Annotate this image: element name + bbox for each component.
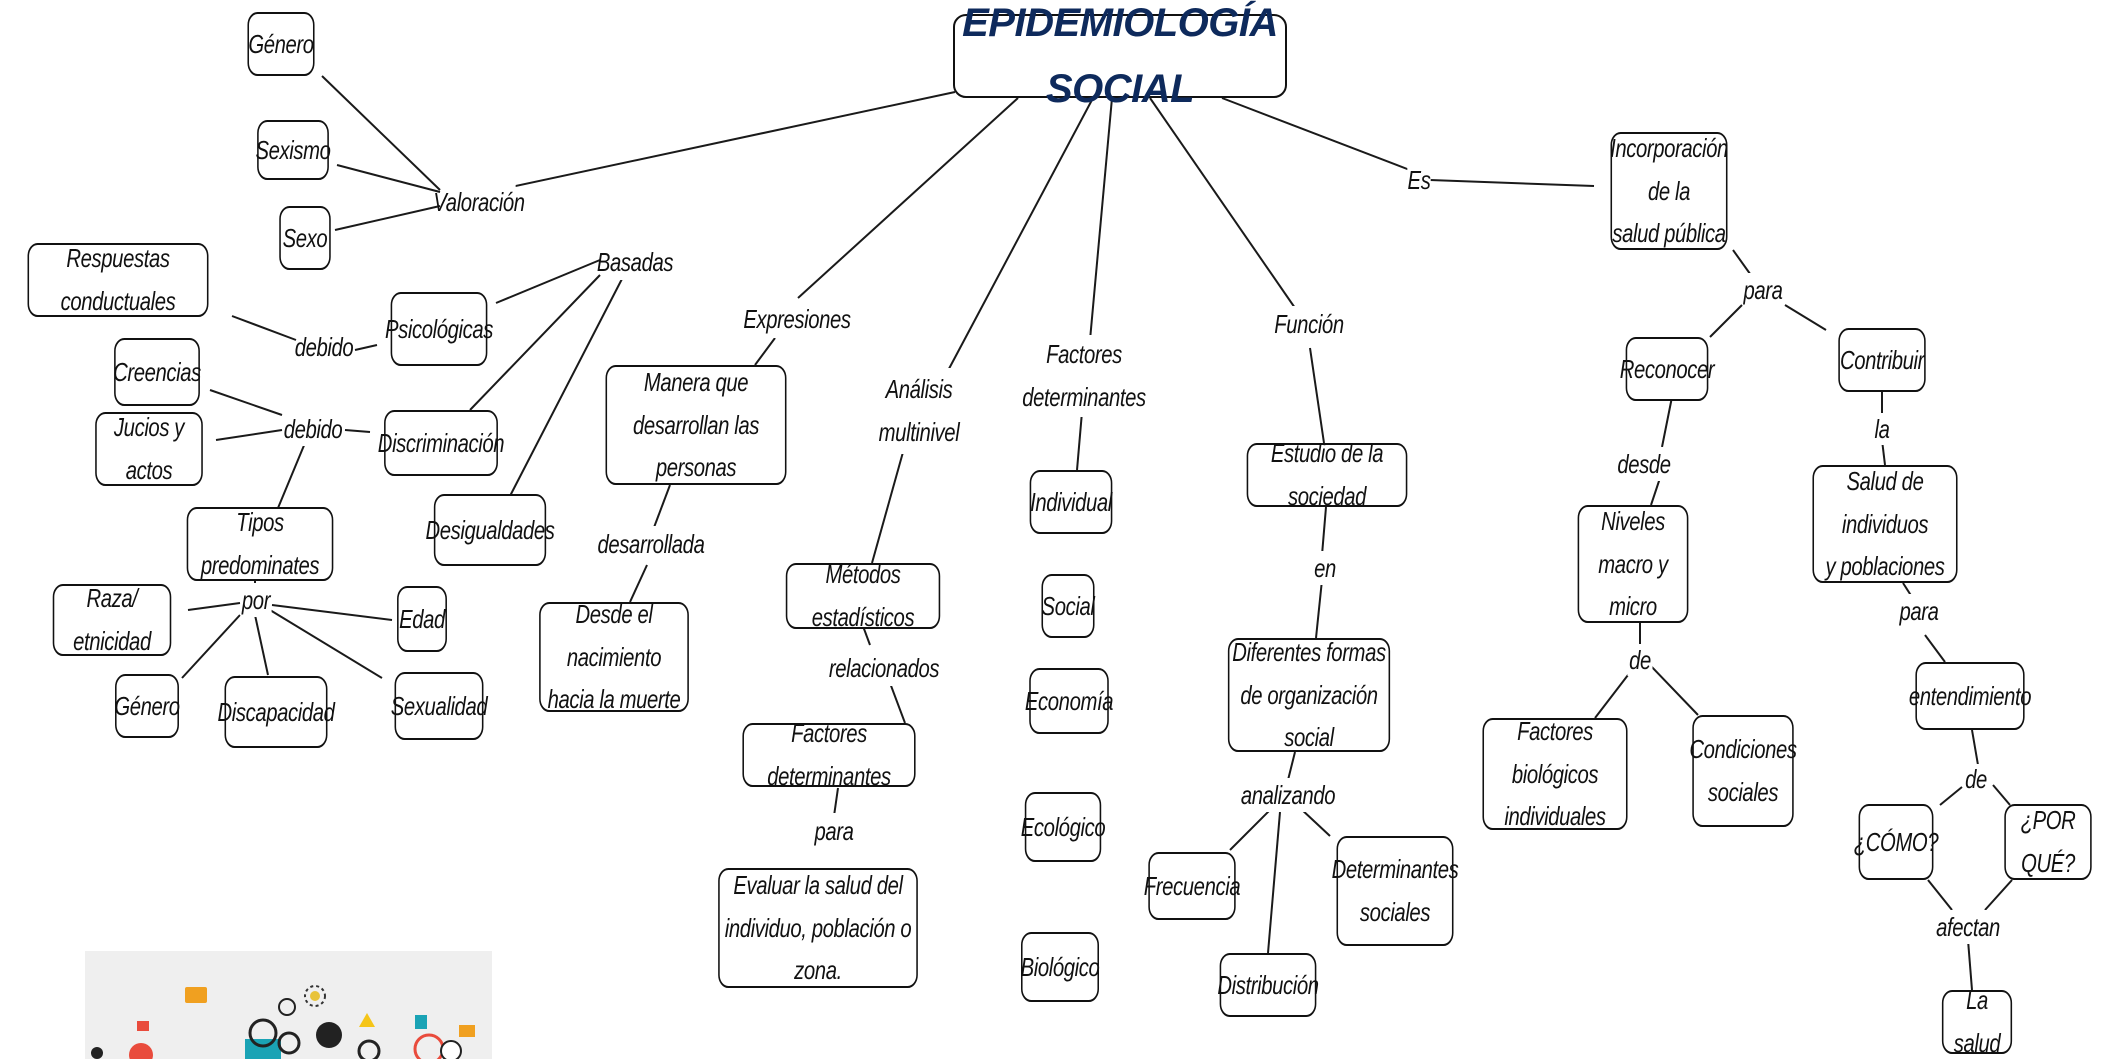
sexo-box: Sexo: [279, 206, 331, 270]
illustration-icons: [91, 985, 475, 1059]
determinantes-box: Determinantes sociales: [1332, 836, 1459, 946]
estudio-box: Estudio de la sociedad: [1246, 438, 1408, 511]
condiciones-box: Condiciones sociales: [1689, 715, 1797, 827]
nacimiento-box: Desde el nacimiento hacia la muerte: [539, 599, 689, 714]
individual-box: Individual: [1029, 470, 1113, 534]
incorporacion-box: Incorporación de la salud pública: [1610, 132, 1728, 250]
niveles-box: Niveles macro y micro: [1577, 505, 1689, 623]
ecologico-box: Ecológico: [1021, 792, 1106, 862]
raza-box: Raza/ etnicidad: [52, 583, 172, 656]
valoracion-label: Valoración: [433, 184, 525, 220]
en-label: en: [1313, 551, 1337, 585]
creencias-box: Creencias: [113, 338, 201, 406]
para-label-2: para: [1743, 273, 1783, 307]
entendimiento-box: entendimiento: [1909, 662, 2032, 730]
debido-label-2: debido: [284, 412, 343, 446]
relacionados-label: relacionados: [829, 650, 940, 686]
discapacidad-box: Discapacidad: [217, 676, 335, 748]
la-label: la: [1871, 413, 1893, 445]
expresiones-label: Expresiones: [743, 300, 851, 338]
por-label: por: [240, 583, 272, 617]
contribuir-box: Contribuir: [1838, 328, 1926, 392]
biologico-box: Biológico: [1021, 932, 1100, 1002]
la-salud-box: La salud: [1941, 985, 2013, 1058]
distribucion-box: Distribución: [1217, 953, 1319, 1017]
people-illustration: [85, 951, 492, 1059]
psicologicas-box: Psicológicas: [385, 292, 493, 366]
biologicos-box: Factores biológicos individuales: [1482, 716, 1628, 831]
analisis-label: Análisis multinivel: [879, 368, 960, 454]
metodos-box: Métodos estadísticos: [785, 559, 941, 632]
factores-det-box: Factores determinantes: [742, 718, 916, 791]
genero-top-box: Género: [247, 12, 315, 76]
economia-box: Economía: [1025, 668, 1113, 734]
factores-col-label: Factores determinantes: [1022, 335, 1146, 417]
para-label-3: para: [1899, 594, 1939, 628]
desigualdades-box: Desigualdades: [425, 494, 555, 566]
diferentes-box: Diferentes formas de organización social: [1227, 637, 1391, 752]
desarrollada-label: desarrollada: [598, 526, 705, 562]
analizando-label: analizando: [1241, 778, 1335, 812]
title-box: EPIDEMIOLOGÍA SOCIAL: [953, 1, 1287, 111]
porque-box: ¿POR QUÉ?: [2004, 804, 2092, 880]
para-label-1: para: [814, 813, 854, 849]
discriminacion-box: Discriminación: [378, 410, 505, 476]
sexualidad-box: Sexualidad: [391, 672, 488, 740]
salud-ind-box: Salud de individuos y poblaciones: [1812, 465, 1958, 583]
debido-label-1: debido: [295, 330, 354, 364]
frecuencia-box: Frecuencia: [1144, 852, 1241, 920]
edad-box: Edad: [397, 586, 447, 652]
es-label: Es: [1407, 163, 1431, 197]
basadas-label: Basadas: [597, 244, 673, 280]
social-box: Social: [1041, 574, 1095, 638]
sexismo-box: Sexismo: [255, 120, 331, 180]
respuestas-box: Respuestas conductuales: [27, 243, 209, 317]
tipos-box: Tipos predominates: [186, 507, 334, 581]
manera-box: Manera que desarrollan las personas: [605, 365, 787, 485]
jucios-box: Jucios y actos: [95, 412, 203, 486]
page-title: EPIDEMIOLOGÍA SOCIAL: [962, 1, 1278, 111]
funcion-label: Función: [1274, 306, 1344, 342]
evaluar-box: Evaluar la salud del individuo, població…: [718, 868, 918, 988]
desde-label: desde: [1617, 447, 1671, 481]
afectan-label: afectan: [1936, 910, 2000, 944]
de-label-2: de: [1963, 763, 1989, 794]
de-label-1: de: [1627, 644, 1653, 676]
como-box: ¿CÓMO?: [1854, 804, 1939, 880]
reconocer-box: Reconocer: [1620, 337, 1715, 401]
genero-bottom-box: Género: [114, 674, 180, 738]
